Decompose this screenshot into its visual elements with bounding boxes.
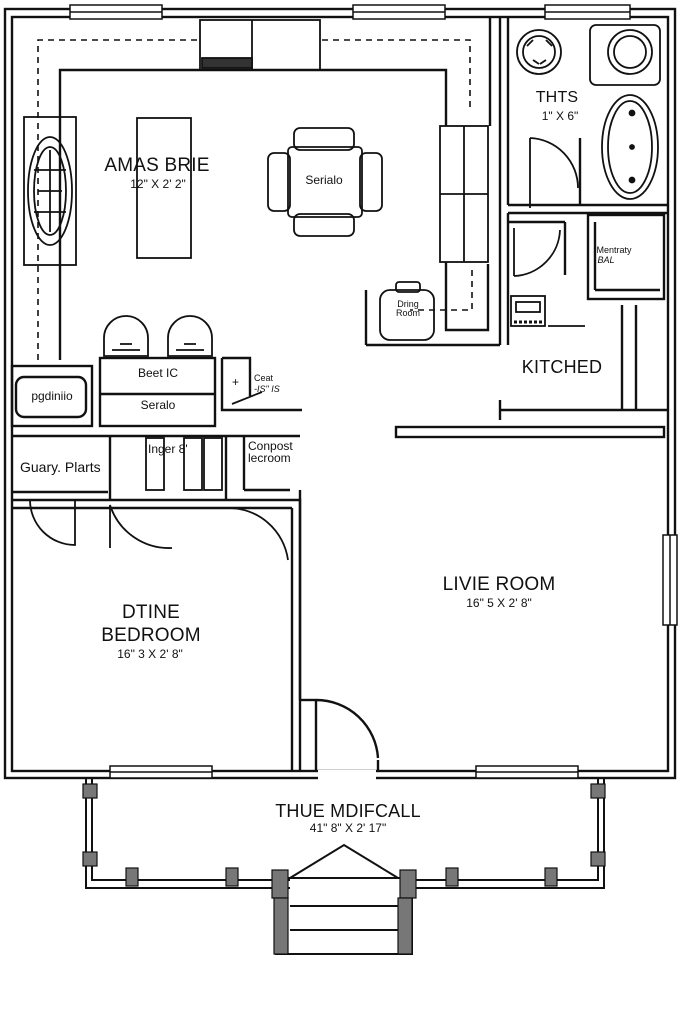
basin-icon (607, 29, 653, 75)
porch-post (82, 783, 98, 799)
plus-icon: + (232, 375, 240, 389)
compost-label-1: Conpost (248, 439, 293, 453)
mentraty-label-2: BAL (597, 255, 615, 265)
bath-dims: 1" X 6" (541, 109, 579, 123)
beet-label: Beet IC (137, 366, 179, 380)
dining-seat (379, 289, 435, 341)
bedroom-name-1: DTINE (122, 602, 180, 623)
living-room-dims: 16" 5 X 2' 8" (466, 596, 532, 610)
dryer-icon (167, 315, 213, 357)
rug (23, 116, 77, 266)
pantry-door-swing (513, 228, 561, 277)
wardrobe (199, 19, 321, 71)
pantry-label: Guary. Plarts (20, 459, 101, 475)
bed (136, 117, 192, 259)
utility-cabinet (98, 356, 217, 428)
porch-roof (289, 843, 399, 879)
bedroom-name-2: BEDROOM (101, 625, 201, 646)
dining-label: Dring Room (395, 299, 420, 318)
kitchen-name: KITCHED (521, 357, 603, 377)
table (287, 146, 363, 218)
master-room-name: AMAS BRIE (104, 155, 210, 176)
entry-door-swing (315, 698, 380, 759)
bath-door-swing (529, 137, 579, 208)
porch-name: THUE MDIFCALL (275, 801, 421, 821)
serialo-label: Seralo (140, 398, 176, 412)
closet-door-swing-2 (109, 504, 173, 549)
closet-dash (37, 39, 200, 360)
bedroom-door-swing (227, 507, 289, 561)
ceat-dim: -IS" IS (254, 384, 280, 394)
windows (69, 4, 678, 779)
bath-name: THTS (535, 89, 579, 106)
inger-label: Inger 8' (148, 442, 188, 456)
table-label: Serialo (305, 173, 343, 187)
closet-door-swing-1 (29, 499, 76, 546)
laundry-box (10, 364, 94, 428)
master-room-dims: 12" X 2' 2" (130, 177, 186, 191)
mentraty-label-1: Mentraty (596, 245, 632, 255)
laundry-label: pgdiniio (31, 389, 73, 403)
appliance (510, 295, 546, 327)
living-room-name: LIVIE ROOM (442, 574, 556, 595)
porch-dims: 41" 8" X 2' 17" (309, 821, 387, 835)
bathtub-icon (601, 94, 659, 200)
sink-icon (516, 29, 562, 75)
bath-counter (589, 24, 661, 86)
steps (275, 877, 413, 955)
washer-icon (103, 315, 149, 357)
compost-label-2: lecroom (248, 451, 291, 465)
counter-divider (394, 425, 666, 439)
bedroom-dims: 16" 3 X 2' 8" (117, 647, 183, 661)
ceat-label: Ceat (254, 373, 274, 383)
porch-rail (91, 778, 290, 881)
